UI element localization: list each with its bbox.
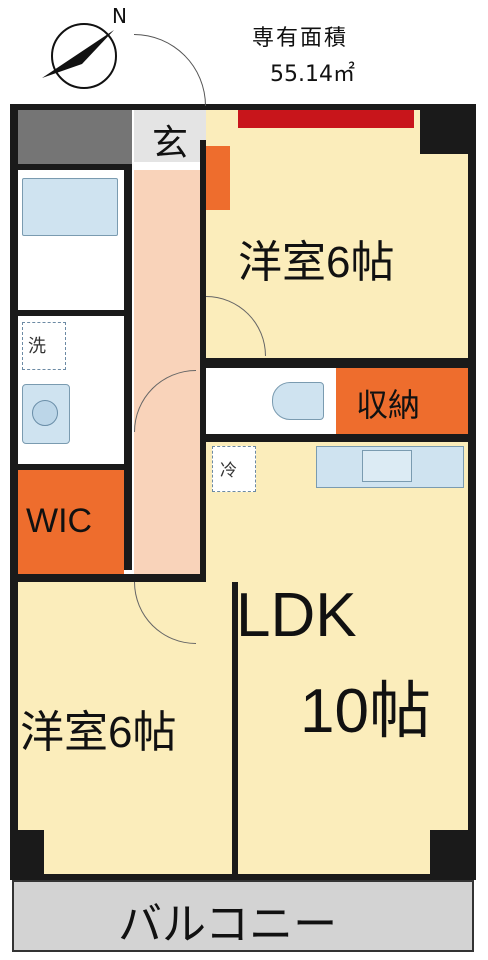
genkan-area — [134, 110, 206, 162]
wic-label: WIC — [26, 502, 93, 540]
bedroom-south — [18, 582, 232, 874]
corner-pillar — [420, 110, 468, 154]
ldk-size-label: 10帖 — [300, 677, 431, 746]
outer-wall-top — [10, 104, 476, 110]
bedroom-south-label: 洋室6帖 — [20, 708, 177, 757]
outer-wall-left — [10, 104, 18, 880]
toilet — [272, 382, 324, 420]
storage-label: 収納 — [356, 387, 421, 423]
kitchen-sink-divider — [362, 450, 412, 482]
washer-label: 洗 — [28, 336, 46, 357]
balcony — [12, 880, 474, 952]
corner-pillar — [430, 830, 468, 874]
wall-segment — [18, 574, 232, 582]
wall-segment — [18, 310, 130, 316]
bedroom-north-label: 洋室6帖 — [238, 238, 395, 287]
pipe-space — [18, 110, 132, 164]
wall-segment — [200, 434, 468, 442]
ldk-lower-left — [232, 582, 468, 874]
genkan-label: 玄 — [152, 122, 189, 163]
wall-segment — [18, 464, 132, 470]
closet-bar-north — [238, 110, 414, 128]
corner-pillar — [18, 830, 44, 874]
compass-north-label: N — [112, 4, 127, 28]
area-title: 専有面積 — [252, 26, 349, 51]
shoe-cabinet — [206, 146, 230, 210]
ldk-label: LDK — [236, 581, 357, 650]
wall-segment — [200, 358, 468, 368]
bathtub — [22, 178, 118, 236]
compass — [30, 12, 140, 92]
outer-wall-right — [468, 104, 476, 880]
wall-segment — [124, 170, 132, 570]
compass-icon — [42, 23, 117, 89]
fridge-space — [212, 446, 256, 492]
outer-wall-bottom — [10, 874, 476, 880]
wic-area — [18, 470, 124, 574]
area-value: 55.14㎡ — [270, 62, 355, 87]
washer-space — [22, 322, 66, 370]
balcony-label: バルコニー — [118, 900, 338, 949]
wall-segment — [232, 582, 238, 874]
wall-segment — [18, 164, 132, 170]
storage-area — [336, 368, 468, 434]
fridge-label: 冷 — [220, 461, 237, 481]
entrance-door[interactable] — [134, 34, 206, 106]
sink-basin-icon — [32, 400, 58, 426]
